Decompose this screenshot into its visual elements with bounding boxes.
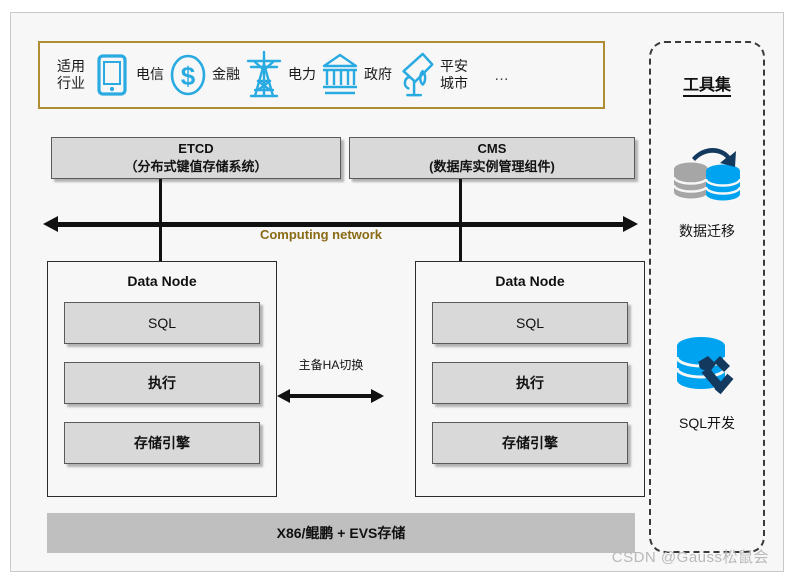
computing-network-bus xyxy=(57,222,626,227)
power-tower-icon xyxy=(242,50,286,99)
architecture-main-panel: 适用 行业 电信 $ 金融 xyxy=(11,13,645,573)
industry-label-government: 政府 xyxy=(364,66,392,83)
security-camera-icon xyxy=(394,51,438,99)
applicable-industries-banner: 适用 行业 电信 $ 金融 xyxy=(38,41,605,109)
data-migration-icon xyxy=(668,139,746,211)
industry-label-safe-city: 平安 城市 xyxy=(440,57,468,91)
toolset-item-data-migration[interactable]: 数据迁移 xyxy=(651,139,763,241)
computing-network-arrow-right xyxy=(623,216,638,232)
industry-label-telecom: 电信 xyxy=(136,66,164,83)
cms-subtitle: (数据库实例管理组件) xyxy=(429,159,555,174)
etcd-component-box[interactable]: ETCD （分布式键值存储系统） xyxy=(51,137,341,179)
data-node-right[interactable]: Data Node SQL 执行 存储引擎 xyxy=(415,261,645,497)
industry-more-ellipsis: … xyxy=(494,66,511,84)
csdn-watermark: CSDN @Gauss松鼠会 xyxy=(611,549,769,566)
toolset-title-text: 工具集 xyxy=(682,77,731,97)
industry-label-power: 电力 xyxy=(288,66,316,83)
etcd-subtitle: （分布式键值存储系统） xyxy=(124,159,268,174)
ha-switchover-label: 主备HA切换 xyxy=(298,358,364,372)
data-node-left-executor[interactable]: 执行 xyxy=(64,362,260,404)
computing-network-arrow-left xyxy=(43,216,58,232)
bus-left-node-connector xyxy=(159,225,162,263)
data-node-right-title: Data Node xyxy=(495,273,565,289)
data-node-right-executor[interactable]: 执行 xyxy=(432,362,628,404)
computing-network-label: Computing network xyxy=(259,227,383,242)
bus-right-node-connector xyxy=(459,225,462,263)
cms-bus-connector xyxy=(459,179,462,225)
cms-title: CMS xyxy=(477,141,507,157)
ha-arrow-right xyxy=(371,389,384,403)
ha-arrow-line xyxy=(289,394,373,398)
etcd-bus-connector xyxy=(159,179,162,225)
data-node-left-sql[interactable]: SQL xyxy=(64,302,260,344)
data-node-left[interactable]: Data Node SQL 执行 存储引擎 xyxy=(47,261,277,497)
svg-text:$: $ xyxy=(181,61,196,91)
tablet-icon xyxy=(90,51,134,99)
toolset-label-sql-development: SQL开发 xyxy=(678,415,735,431)
toolset-panel: 工具集 xyxy=(649,41,765,553)
data-node-left-title: Data Node xyxy=(127,273,197,289)
data-node-right-storage-engine[interactable]: 存储引擎 xyxy=(432,422,628,464)
etcd-title: ETCD xyxy=(178,141,214,157)
industry-item-government: 政府 xyxy=(318,51,394,99)
industry-item-power: 电力 xyxy=(242,50,318,99)
sql-development-icon xyxy=(668,331,746,403)
dollar-coin-icon: $ xyxy=(166,51,210,99)
ha-arrow-left xyxy=(277,389,290,403)
government-building-icon xyxy=(318,51,362,99)
toolset-label-data-migration: 数据迁移 xyxy=(679,223,735,239)
data-node-left-storage-engine[interactable]: 存储引擎 xyxy=(64,422,260,464)
industry-item-telecom: 电信 xyxy=(90,51,166,99)
industry-item-safe-city: 平安 城市 xyxy=(394,51,470,99)
cms-component-box[interactable]: CMS (数据库实例管理组件) xyxy=(349,137,635,179)
industry-label-finance: 金融 xyxy=(212,66,240,83)
toolset-item-sql-development[interactable]: SQL开发 xyxy=(651,331,763,433)
toolset-title: 工具集 xyxy=(651,71,763,97)
data-node-right-sql[interactable]: SQL xyxy=(432,302,628,344)
industry-item-finance: $ 金融 xyxy=(166,51,242,99)
applicable-industries-label: 适用 行业 xyxy=(57,57,85,92)
infrastructure-bar: X86/鲲鹏 + EVS存储 xyxy=(47,513,635,553)
diagram-canvas: 适用 行业 电信 $ 金融 xyxy=(10,12,784,572)
